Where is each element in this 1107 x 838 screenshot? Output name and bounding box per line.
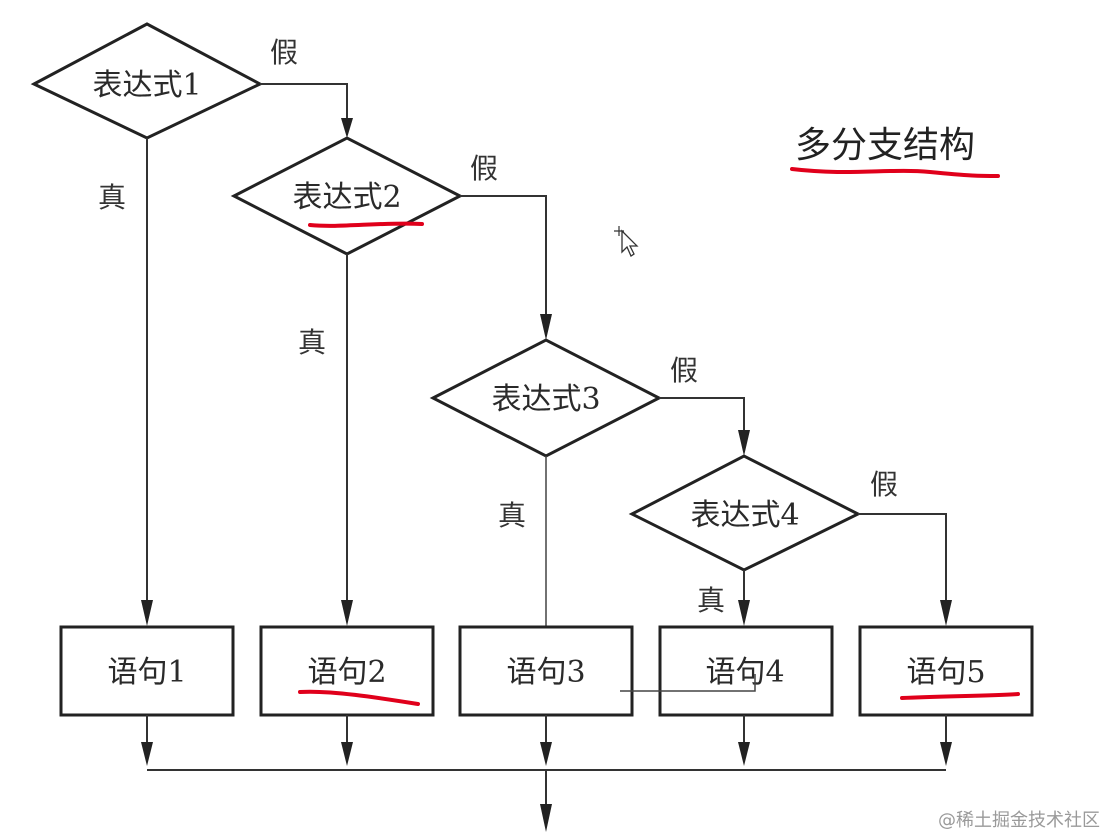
statement-2-label: 语句2 [307,655,386,690]
arrow-d2-true [341,600,353,626]
statement-5-underline [900,692,1020,700]
edge-d4-true-label: 真 [697,584,725,617]
statement-3-label: 语句3 [506,655,585,690]
decision-2-underline [308,221,424,228]
edge-d3-false [659,397,745,438]
edge-d1-false [260,83,348,126]
statement-4 [658,625,834,717]
arrow-exit-s2 [341,742,353,766]
title-underline [790,167,1000,178]
edge-d2-false-label: 假 [470,152,498,185]
arrow-d4-false [940,600,952,626]
edge-d2-false [460,195,547,322]
edge-d1-false-label: 假 [270,36,298,69]
arrow-exit-s1 [141,742,153,766]
arrow-exit-s4 [738,742,750,766]
edge-d3-true-label: 真 [498,499,526,532]
watermark: @稀土掘金技术社区 [938,810,1100,831]
statement-5 [858,625,1034,717]
statement-2-underline [298,689,420,706]
statement-1-label: 语句1 [107,655,186,690]
arrow-d3-false [738,430,750,456]
stray-stroke [620,674,756,692]
diagram-title: 多分支结构 [795,125,975,166]
decision-3-label: 表达式3 [491,382,600,417]
cursor-icon [614,226,639,257]
statement-4-label: 语句4 [705,655,784,690]
arrow-d4-true [738,600,750,626]
decision-1-label: 表达式1 [92,68,201,103]
edge-d4-false-label: 假 [870,468,898,501]
arrow-d1-false [341,118,353,138]
arrow-d1-true [141,600,153,626]
statement-5-label: 语句5 [906,655,985,690]
arrow-d2-false [540,314,552,340]
decision-4-label: 表达式4 [690,498,799,533]
edge-d1-true-label: 真 [98,181,126,214]
arrow-final-exit [540,804,552,832]
arrow-exit-s3 [540,742,552,766]
edge-d4-false [858,513,947,610]
edge-d3-false-label: 假 [670,354,698,387]
statement-3 [458,625,634,717]
decision-2-label: 表达式2 [292,180,401,215]
edge-d2-true-label: 真 [298,326,326,359]
arrow-exit-s5 [940,742,952,766]
